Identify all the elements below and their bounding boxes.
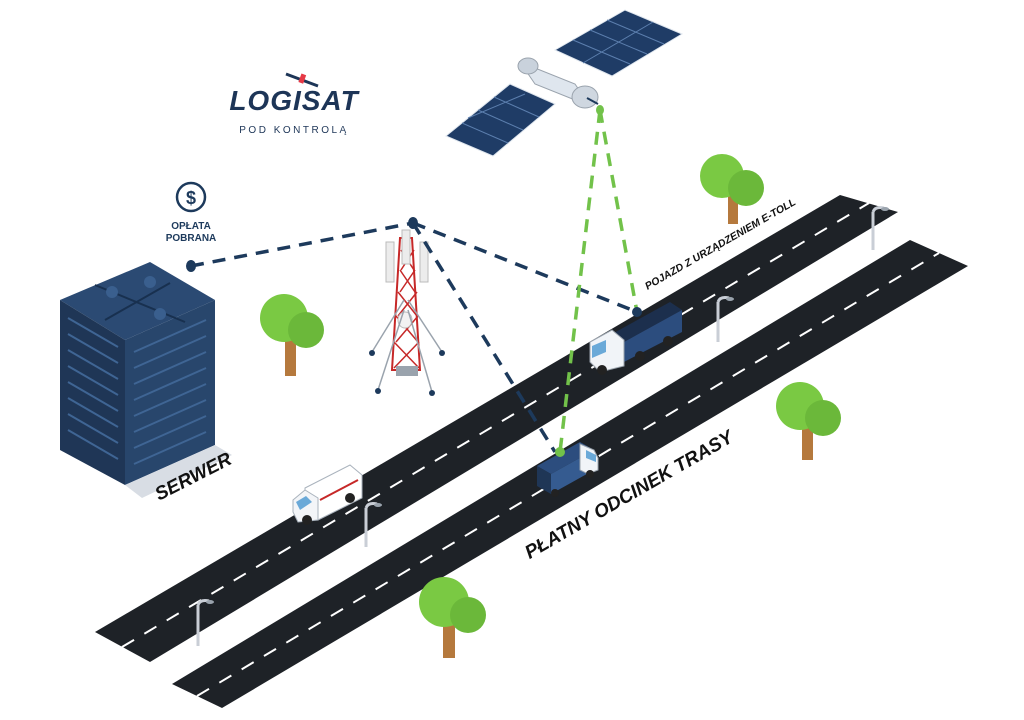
road-upper [95,195,898,662]
logisat-logo: LOGISAT POD KONTROLĄ [229,72,360,136]
dollar-icon [175,181,207,213]
cell-tower [369,229,445,396]
street-lamp [871,206,889,250]
street-lamp [196,599,214,646]
server-node-dot [186,260,196,272]
gsm-links [190,221,638,453]
truck-small [537,442,599,497]
logo-red-accent [298,73,307,84]
tree [776,382,841,460]
tree [260,294,324,376]
tower-node-dot [408,217,418,229]
tree [700,154,764,224]
server-racks [60,262,232,498]
satellite [445,9,684,157]
dollar-symbol: $ [186,188,196,208]
tree [419,577,486,658]
payment-label-line2: POBRANA [166,233,217,244]
van [292,464,363,525]
logo-wordmark: LOGISAT [229,85,360,116]
payment-label-line1: OPŁATA [171,221,211,232]
logo-tagline: POD KONTROLĄ [239,125,348,136]
street-lamp [716,296,734,342]
satellite-node-dot [596,105,604,115]
gps-links [558,109,639,453]
truck-large [589,302,682,375]
payment-collected: $ OPŁATA POBRANA [166,181,217,244]
street-lamp [364,502,382,547]
